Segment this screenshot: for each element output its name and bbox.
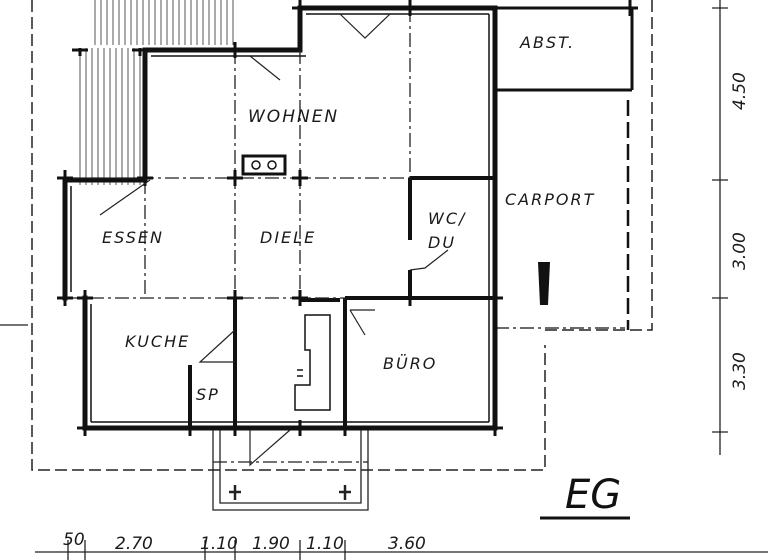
dimension-bottom-4: 1.90 [252,534,290,554]
dimension-bottom-2: 2.70 [115,534,153,554]
room-label-wohnen: WOHNEN [248,107,339,127]
room-label-du: DU [428,233,456,252]
room-label-buero: BÜRO [383,354,437,373]
room-label-sp: SP [196,385,220,404]
room-label-abst: ABST. [519,33,575,52]
carport-structure [495,6,635,330]
staircase [294,314,331,411]
dimension-bottom-6: 3.60 [388,534,426,554]
stove-icon [241,154,287,176]
property-boundary [31,0,653,471]
dimension-bottom-5: 1.10 [306,534,344,554]
room-label-essen: ESSEN [102,228,164,247]
entrance-porch [212,430,369,511]
side-dimension-line [0,0,728,455]
dimension-side-3: 3.30 [730,352,750,390]
terrace-hatching [79,0,234,185]
exterior-walls [62,5,498,431]
room-label-kuche: KUCHE [125,332,190,351]
room-label-diele: DIELE [260,228,316,247]
dimension-side-1: 4.50 [730,72,750,110]
floor-label: EG [565,472,621,518]
bottom-dimension-line [35,540,768,560]
room-label-wc: WC/ [428,209,466,228]
dimension-bottom-3: 1.10 [200,534,238,554]
room-label-carport: CARPORT [505,190,595,209]
dimension-bottom-1: 50 [63,530,85,550]
wall-inner-lines [70,13,490,423]
doors [99,13,449,467]
interior-walls [188,176,495,428]
dimension-side-2: 3.00 [730,232,750,270]
